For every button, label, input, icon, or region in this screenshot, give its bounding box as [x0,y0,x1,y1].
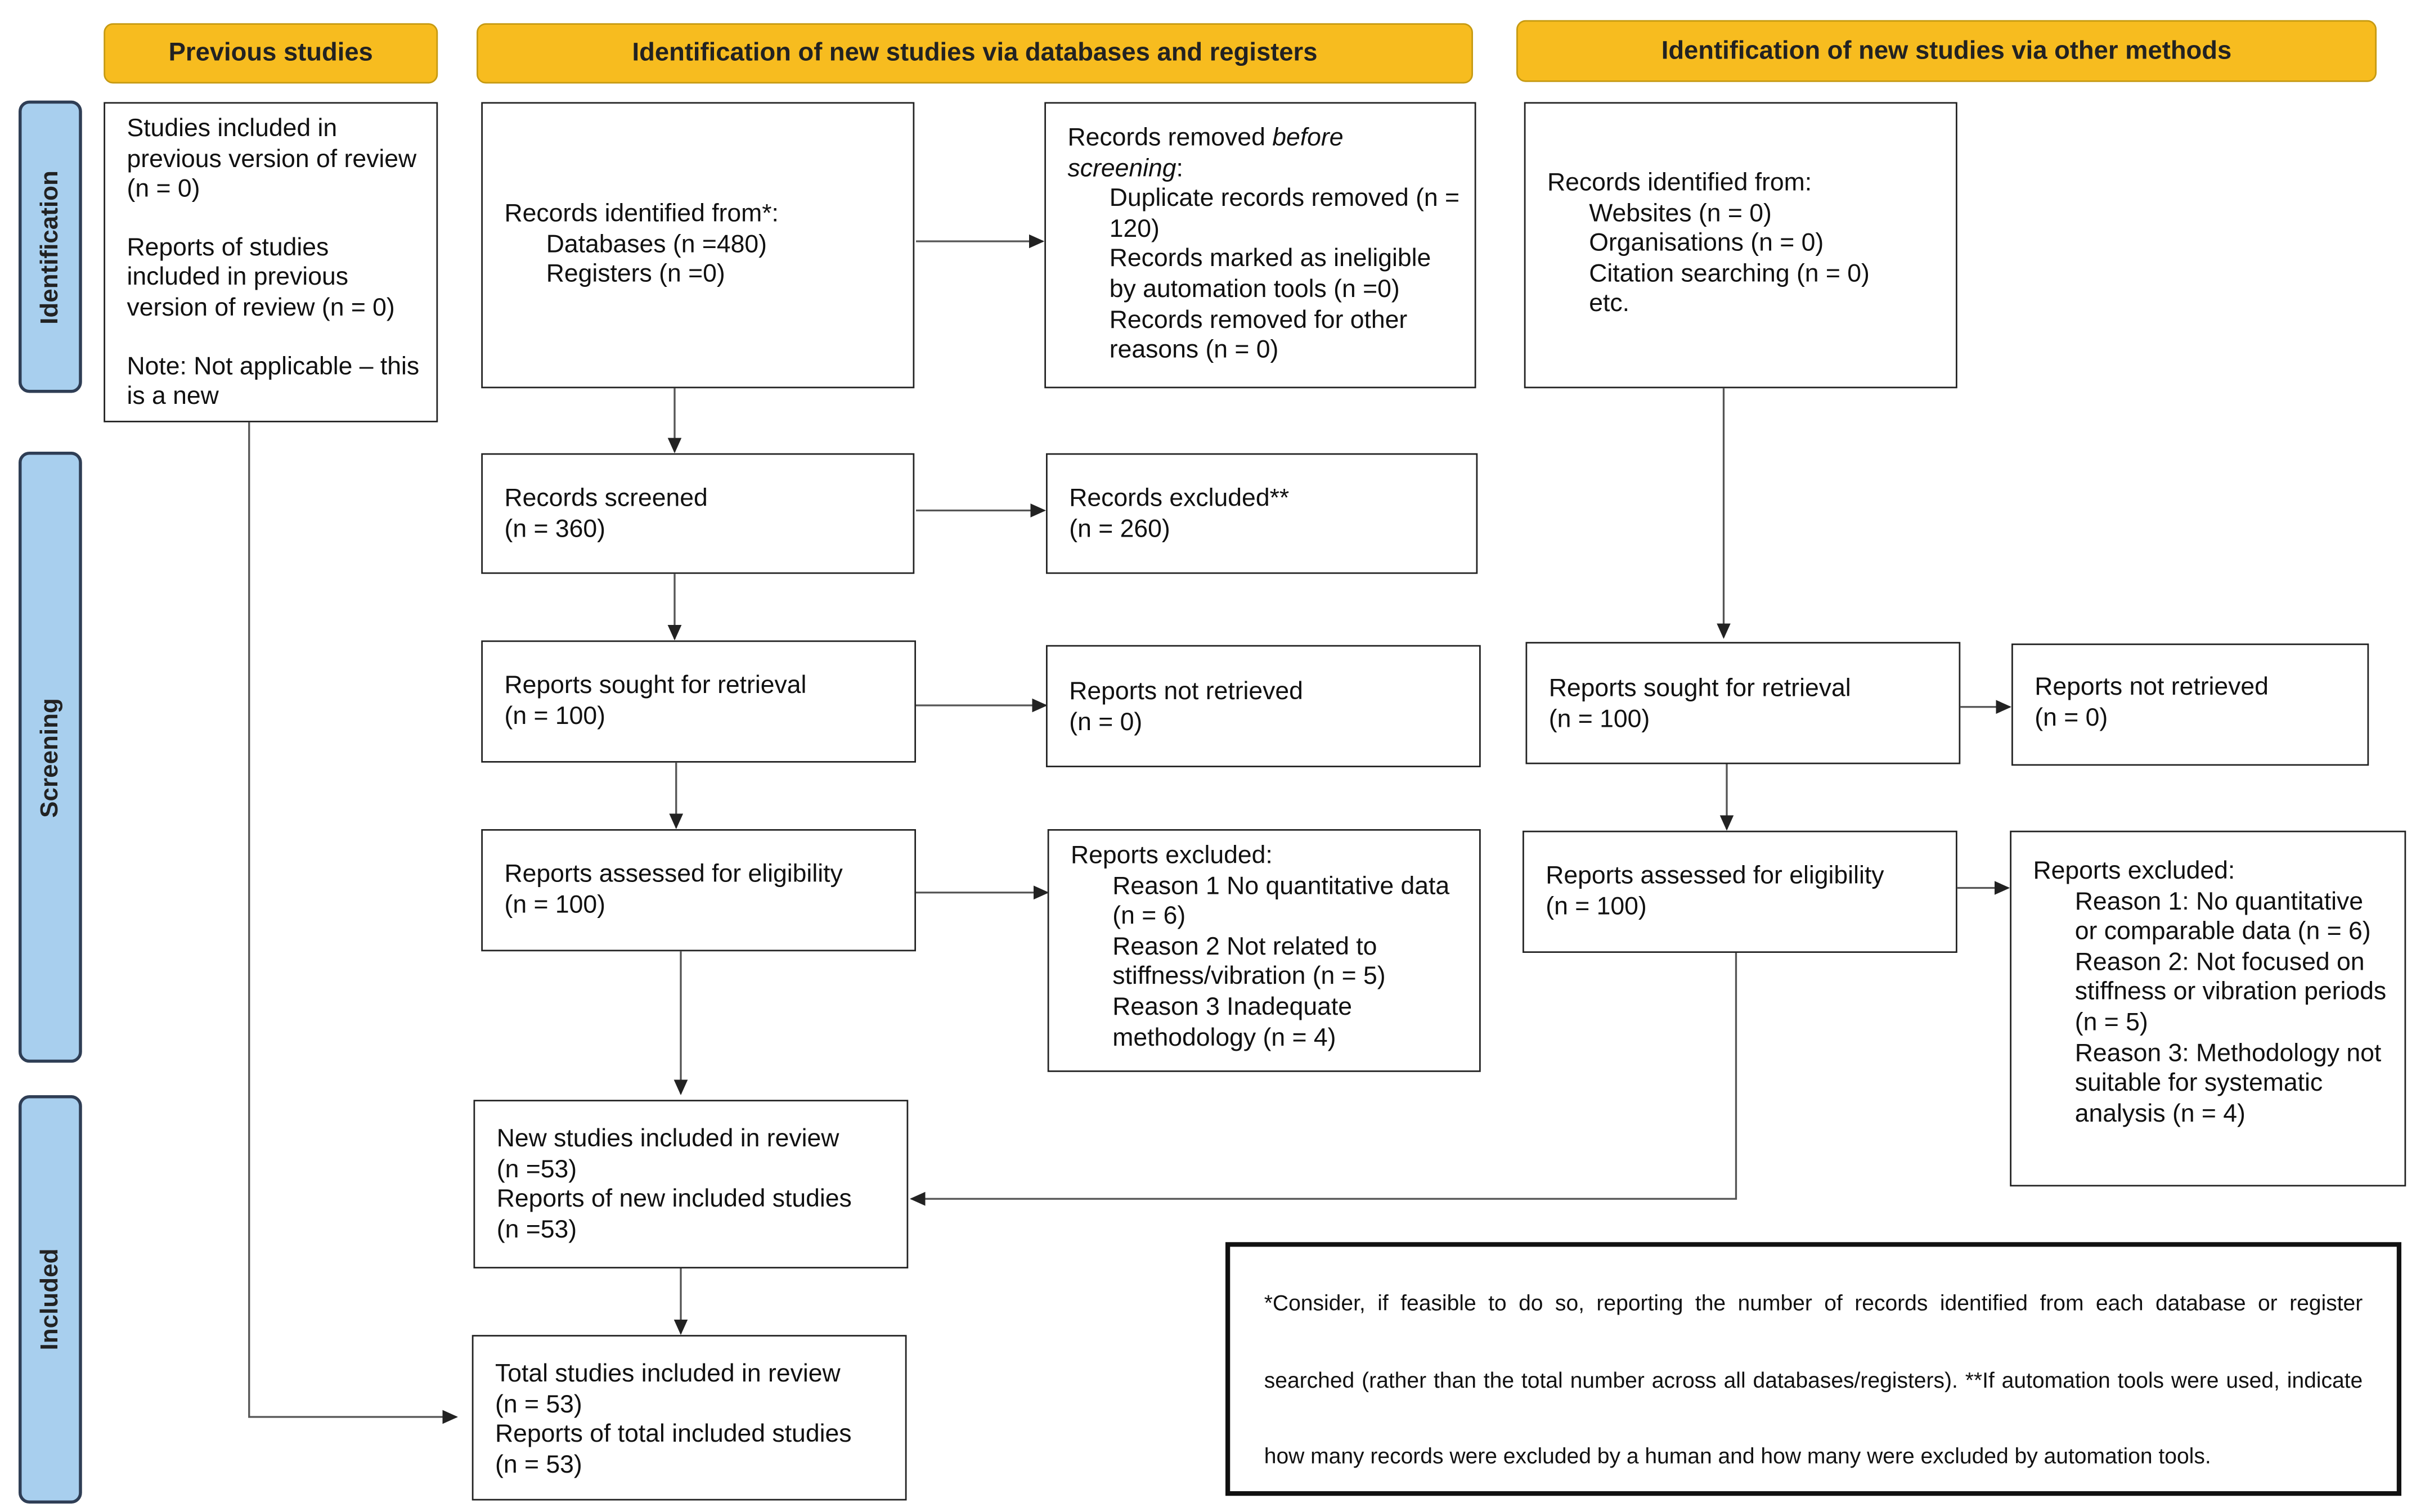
other-websites: Websites (n = 0) [1589,199,1772,227]
db-not-retrieved-title: Reports not retrieved [1069,677,1303,706]
records-removed-title: Records removed before screening: [1068,124,1462,184]
other-reports-excluded-box: Reports excluded: Reason 1: No quantitat… [2010,830,2406,1187]
other-not-retrieved-title: Reports not retrieved [2035,673,2269,701]
db-not-retrieved-n: (n = 0) [1069,708,1143,736]
db-reports-sought-box: Reports sought for retrieval (n = 100) [481,640,916,763]
other-reason-3: Reason 3: Methodology not suitable for s… [2074,1038,2382,1128]
other-sought-n: (n = 100) [1548,704,1650,733]
other-reports-sought-box: Reports sought for retrieval (n = 100) [1525,642,1961,764]
other-citation-searching: Citation searching (n = 0) [1589,259,1870,287]
records-screened-n: (n = 360) [504,514,605,543]
header-previous-studies: Previous studies [104,23,438,84]
phase-included: Included [19,1095,82,1504]
new-studies-included-box: New studies included in review (n =53) R… [473,1100,909,1268]
phase-identification: Identification [19,100,82,393]
phase-included-label: Included [36,1248,63,1351]
other-sought-title: Reports sought for retrieval [1548,674,1851,703]
records-removed-box: Records removed before screening: Duplic… [1044,102,1476,389]
records-removed-title-text: Records removed [1067,124,1273,152]
other-organisations: Organisations (n = 0) [1589,229,1824,258]
other-reports-not-retrieved-box: Reports not retrieved (n = 0) [2011,644,2369,766]
records-excluded-box: Records excluded** (n = 260) [1046,453,1478,574]
other-reason-2: Reason 2: Not focused on stiffness or vi… [2074,948,2387,1037]
other-assessed-n: (n = 100) [1546,892,1647,920]
phase-identification-label: Identification [36,169,63,324]
other-not-retrieved-n: (n = 0) [2035,703,2108,731]
other-reports-assessed-box: Reports assessed for eligibility (n = 10… [1523,830,1957,953]
total-studies-title: Total studies included in review [495,1360,841,1388]
other-records-identified-box: Records identified from: Websites (n = 0… [1524,102,1957,389]
db-reports-excluded-title: Reports excluded: [1071,842,1273,870]
header-databases-registers: Identification of new studies via databa… [477,23,1473,84]
footnote-box: *Consider, if feasible to do so, reporti… [1225,1242,2401,1496]
previous-studies-included: Studies included in previous version of … [127,114,417,203]
records-removed-title-italic: before screening [1067,124,1344,182]
new-reports-n: (n =53) [496,1215,577,1244]
db-assessed-title: Reports assessed for eligibility [504,860,843,888]
records-identified-title: Records identified from*: [504,199,779,228]
records-identified-box: Records identified from*: Databases (n =… [481,102,915,389]
new-studies-title: New studies included in review [496,1124,839,1153]
other-reason-1: Reason 1: No quantitative or comparable … [2074,887,2371,946]
records-screened-box: Records screened (n = 360) [481,453,915,574]
removed-other-reasons: Records removed for other reasons (n = 0… [1109,305,1408,364]
records-screened-title: Records screened [504,484,708,512]
other-etc: etc. [1589,290,1630,318]
records-excluded-n: (n = 260) [1069,514,1170,543]
header-other-methods: Identification of new studies via other … [1516,20,2377,82]
duplicates-removed: Duplicate records removed (n = 120) [1109,184,1460,243]
total-reports-n: (n = 53) [495,1450,582,1479]
other-reports-excluded-title: Reports excluded: [2033,857,2235,885]
previous-reports-included: Reports of studies included in previous … [127,233,395,322]
new-studies-n: (n =53) [496,1155,577,1183]
total-studies-included-box: Total studies included in review (n = 53… [471,1335,907,1501]
phase-screening-label: Screening [36,697,63,817]
new-reports-title: Reports of new included studies [496,1185,852,1213]
other-assessed-title: Reports assessed for eligibility [1546,861,1884,890]
phase-screening: Screening [19,452,82,1063]
previous-studies-box: Studies included in previous version of … [104,102,438,422]
records-registers: Registers (n =0) [546,260,725,289]
total-reports-title: Reports of total included studies [495,1420,852,1448]
ineligible-automation: Records marked as ineligible by automati… [1109,245,1431,303]
db-reports-sought-title: Reports sought for retrieval [504,671,807,700]
records-removed-title-end: : [1176,154,1183,182]
records-databases: Databases (n =480) [546,230,767,258]
db-reports-sought-n: (n = 100) [504,701,605,730]
db-reason-2: Reason 2 Not related to stiffness/vibrat… [1112,932,1386,991]
records-excluded-title: Records excluded** [1069,484,1290,512]
previous-note: Note: Not applicable – this is a new [127,352,420,411]
total-studies-n: (n = 53) [495,1390,582,1418]
db-reports-assessed-box: Reports assessed for eligibility (n = 10… [481,829,916,952]
db-reason-1: Reason 1 No quantitative data (n = 6) [1112,871,1450,930]
db-reports-not-retrieved-box: Reports not retrieved (n = 0) [1046,645,1481,767]
other-identified-title: Records identified from: [1547,168,1812,197]
db-reason-3: Reason 3 Inadequate methodology (n = 4) [1112,993,1352,1051]
db-assessed-n: (n = 100) [504,890,605,919]
db-reports-excluded-box: Reports excluded: Reason 1 No quantitati… [1047,829,1481,1072]
